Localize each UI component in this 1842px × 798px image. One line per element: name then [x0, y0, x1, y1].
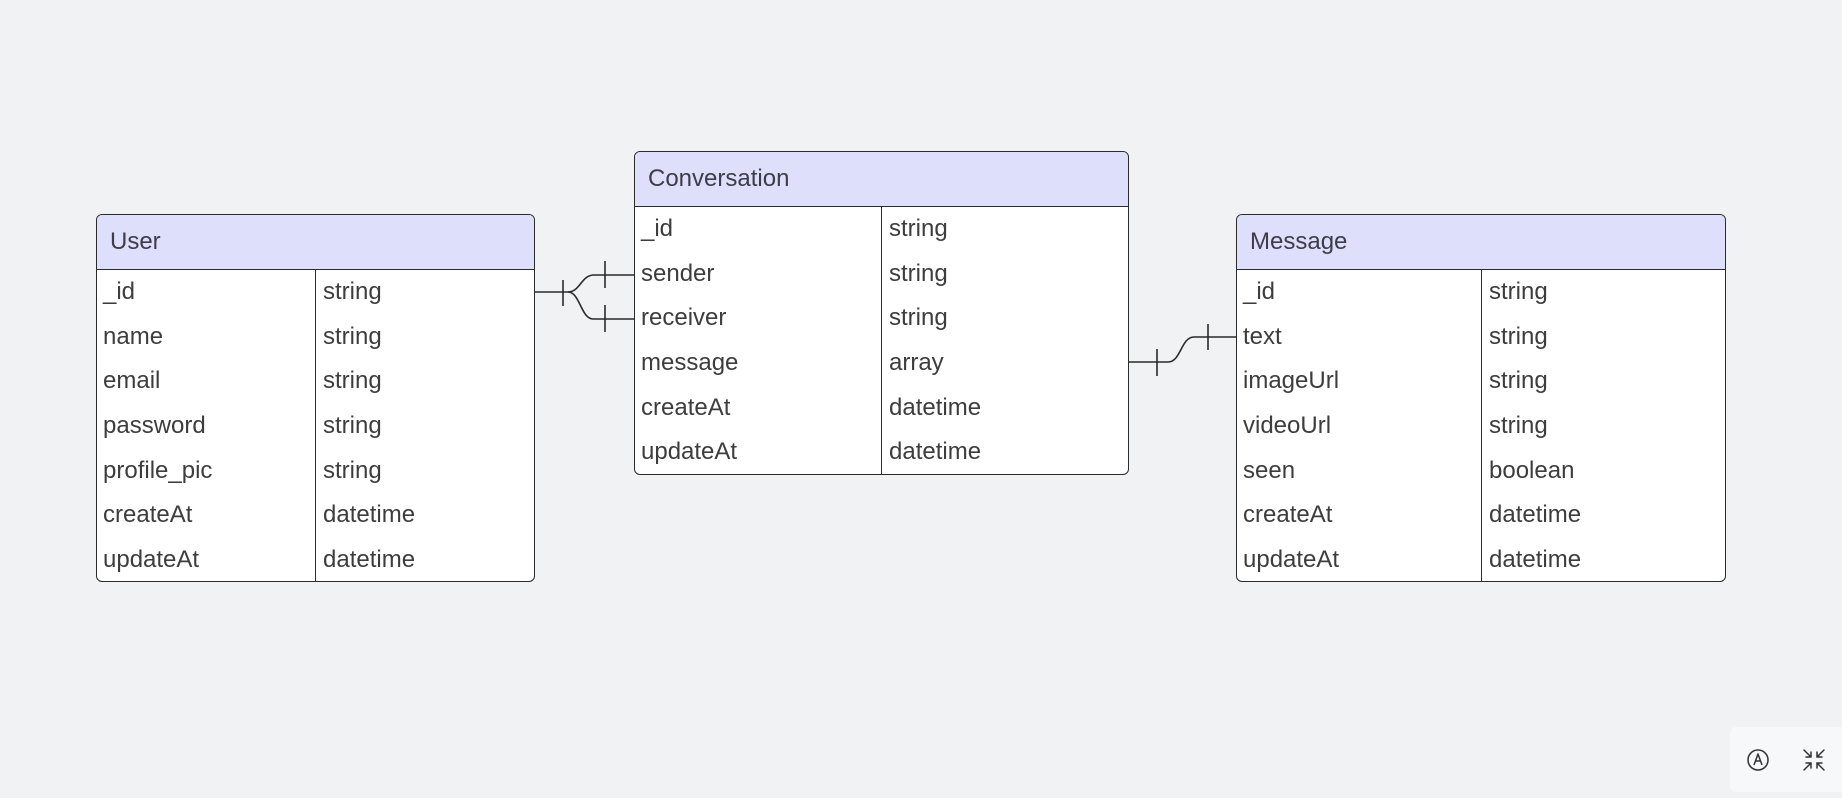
attribute-type: datetime [889, 438, 982, 466]
attribute-row[interactable]: createAt datetime [97, 493, 534, 538]
attribute-row[interactable]: message array [635, 341, 1128, 386]
attribute-name: password [103, 412, 206, 440]
attribute-row[interactable]: profile_pic string [97, 448, 534, 493]
attribute-row[interactable]: createAt datetime [1237, 493, 1725, 538]
attribute-type: string [323, 367, 382, 395]
attribute-row[interactable]: _id string [97, 270, 534, 315]
connector-user-conversation[interactable] [535, 261, 634, 332]
attribute-name: updateAt [103, 545, 200, 573]
attribute-row[interactable]: receiver string [635, 296, 1128, 341]
attribute-row[interactable]: sender string [635, 252, 1128, 297]
attribute-name: email [103, 367, 161, 395]
attribute-name: createAt [641, 393, 731, 421]
attribute-type: string [323, 322, 382, 350]
attribute-type: string [889, 259, 948, 287]
attribute-type: string [1489, 322, 1548, 350]
compass-a-button[interactable] [1742, 744, 1774, 776]
attribute-name: _id [1243, 278, 1276, 306]
attribute-type: string [323, 412, 382, 440]
attribute-row[interactable]: password string [97, 404, 534, 449]
attribute-row[interactable]: updateAt datetime [97, 538, 534, 581]
attribute-name: profile_pic [103, 456, 213, 484]
entity-message-title: Message [1237, 215, 1725, 270]
attribute-name: _id [641, 215, 674, 243]
attribute-type: array [889, 349, 944, 377]
attribute-type: datetime [1489, 501, 1582, 529]
attribute-row[interactable]: seen boolean [1237, 448, 1725, 493]
attribute-row[interactable]: updateAt datetime [635, 430, 1128, 474]
attribute-type: string [1489, 412, 1548, 440]
column-divider [881, 207, 882, 474]
attribute-name: createAt [103, 501, 193, 529]
attribute-name: receiver [641, 304, 727, 332]
attribute-type: string [1489, 367, 1548, 395]
attribute-type: datetime [889, 393, 982, 421]
entity-user-attributes: _id string name string email string pass… [97, 270, 534, 581]
attribute-type: datetime [323, 545, 416, 573]
attribute-name: createAt [1243, 501, 1333, 529]
attribute-row[interactable]: createAt datetime [635, 385, 1128, 430]
column-divider [1481, 270, 1482, 581]
attribute-name: updateAt [1243, 545, 1340, 573]
entity-conversation[interactable]: Conversation _id string sender string re… [634, 151, 1129, 475]
attribute-type: string [323, 456, 382, 484]
entity-user-title: User [97, 215, 534, 270]
attribute-name: imageUrl [1243, 367, 1340, 395]
attribute-row[interactable]: imageUrl string [1237, 359, 1725, 404]
attribute-name: name [103, 322, 164, 350]
attribute-type: string [889, 304, 948, 332]
attribute-type: string [1489, 278, 1548, 306]
collapse-arrows-icon [1803, 748, 1825, 771]
attribute-row[interactable]: name string [97, 315, 534, 360]
attribute-type: datetime [323, 501, 416, 529]
attribute-type: string [889, 215, 948, 243]
attribute-type: datetime [1489, 545, 1582, 573]
attribute-name: _id [103, 278, 136, 306]
attribute-type: boolean [1489, 456, 1575, 484]
entity-message-attributes: _id string text string imageUrl string v… [1237, 270, 1725, 581]
attribute-type: string [323, 278, 382, 306]
canvas-tool-panel [1730, 727, 1842, 792]
attribute-name: text [1243, 322, 1282, 350]
collapse-button[interactable] [1798, 744, 1830, 776]
entity-conversation-attributes: _id string sender string receiver string… [635, 207, 1128, 474]
attribute-row[interactable]: text string [1237, 315, 1725, 360]
attribute-name: videoUrl [1243, 412, 1332, 440]
attribute-name: message [641, 349, 739, 377]
column-divider [315, 270, 316, 581]
attribute-name: seen [1243, 456, 1296, 484]
entity-message[interactable]: Message _id string text string imageUrl … [1236, 214, 1726, 582]
attribute-row[interactable]: updateAt datetime [1237, 538, 1725, 581]
attribute-row[interactable]: videoUrl string [1237, 404, 1725, 449]
attribute-name: sender [641, 259, 715, 287]
connector-conversation-message[interactable] [1129, 324, 1236, 376]
attribute-name: updateAt [641, 438, 738, 466]
attribute-row[interactable]: email string [97, 359, 534, 404]
compass-a-icon [1747, 748, 1769, 771]
attribute-row[interactable]: _id string [635, 207, 1128, 252]
attribute-row[interactable]: _id string [1237, 270, 1725, 315]
entity-conversation-title: Conversation [635, 152, 1128, 207]
entity-user[interactable]: User _id string name string email string… [96, 214, 535, 582]
